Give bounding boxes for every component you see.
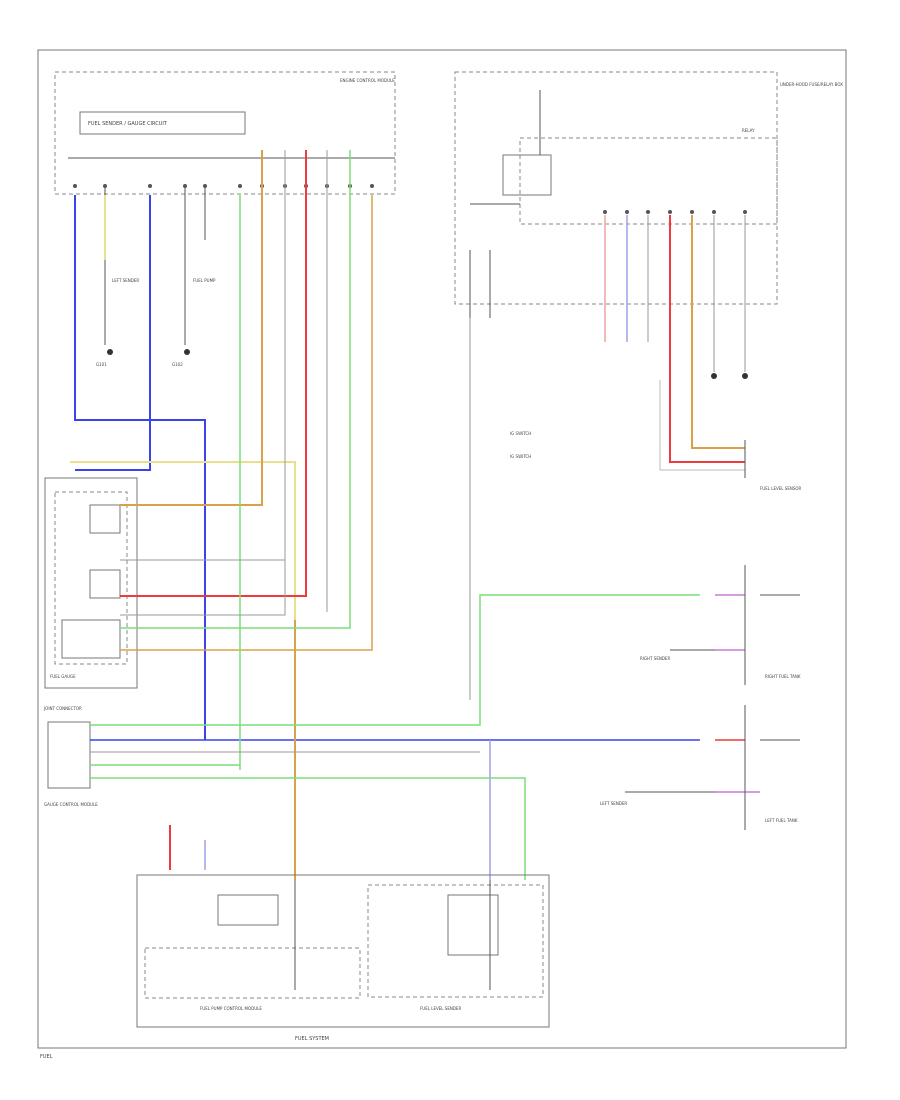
joint-connector-label: JOINT CONNECTOR [43, 706, 82, 711]
top-right-module: UNDER-HOOD FUSE/RELAY BOX RELAY [454, 71, 843, 318]
top-left-module-label: ENGINE CONTROL MODULE [340, 78, 395, 83]
bottom-left-module-label: FUEL PUMP CONTROL MODULE [200, 1006, 262, 1011]
wire-blue [75, 195, 151, 471]
right-sensor-1-label: FUEL LEVEL SENSOR [760, 486, 802, 491]
wire-orange-right [691, 215, 745, 449]
corner-tag: FUEL [40, 1054, 53, 1060]
bottom-modules: FUEL PUMP CONTROL MODULE FUEL LEVEL SEND… [136, 874, 550, 1028]
wire-green [120, 150, 351, 629]
right-side-1-label: RIGHT FUEL TANK [765, 674, 801, 679]
right-sensor-3-label: LEFT SENDER [600, 801, 627, 806]
wire-gray [120, 150, 286, 616]
gauge-module: FUEL GAUGE [44, 477, 138, 689]
wire-orange [120, 195, 373, 651]
wire-blue [74, 195, 206, 740]
wire-green [90, 777, 526, 880]
right-labels: IG SWITCH IG SWITCH FUEL LEVEL SENSOR RI… [510, 373, 802, 823]
gauge-module-label: FUEL GAUGE [50, 674, 76, 679]
left-sender-1-label: LEFT SENDER [112, 278, 139, 283]
right-sensor-2-label: RIGHT SENDER [640, 656, 670, 661]
top-left-circuit-label: FUEL SENDER / GAUGE CIRCUIT [88, 121, 168, 127]
ground-icon [742, 373, 748, 379]
top-right-pins [603, 210, 747, 214]
right-side-2-label: LEFT FUEL TANK [765, 818, 798, 823]
wire-red [120, 150, 307, 597]
wire-gray [659, 380, 745, 471]
left-sender-group: LEFT SENDER FUEL PUMP G101 G102 [96, 186, 216, 367]
ground-1-label: G101 [96, 362, 107, 367]
left-sender-2-label: FUEL PUMP [193, 278, 216, 283]
outer-frame [37, 49, 847, 1049]
ground-icon [711, 373, 717, 379]
wire-red-right [669, 215, 745, 463]
right-connectors [625, 440, 800, 830]
gauge-control-module-label: GAUGE CONTROL MODULE [44, 802, 98, 807]
wire-yellow [70, 461, 296, 620]
joint-connector: JOINT CONNECTOR GAUGE CONTROL MODULE [43, 706, 98, 807]
top-left-module: FUEL SENDER / GAUGE CIRCUIT ENGINE CONTR… [54, 71, 396, 195]
bottom-caption: FUEL SYSTEM [295, 1036, 329, 1042]
bottom-right-module-label: FUEL LEVEL SENDER [420, 1006, 461, 1011]
right-note-1-label: IG SWITCH [510, 431, 531, 436]
top-right-module-label: UNDER-HOOD FUSE/RELAY BOX [780, 82, 843, 87]
top-right-relay-label: RELAY [742, 128, 755, 133]
wire-green [90, 594, 700, 726]
wire-orange [120, 150, 263, 506]
ground-2-label: G102 [172, 362, 183, 367]
top-left-pins [73, 184, 374, 188]
ground-icon [184, 349, 190, 355]
ground-icon [107, 349, 113, 355]
right-note-2-label: IG SWITCH [510, 454, 531, 459]
